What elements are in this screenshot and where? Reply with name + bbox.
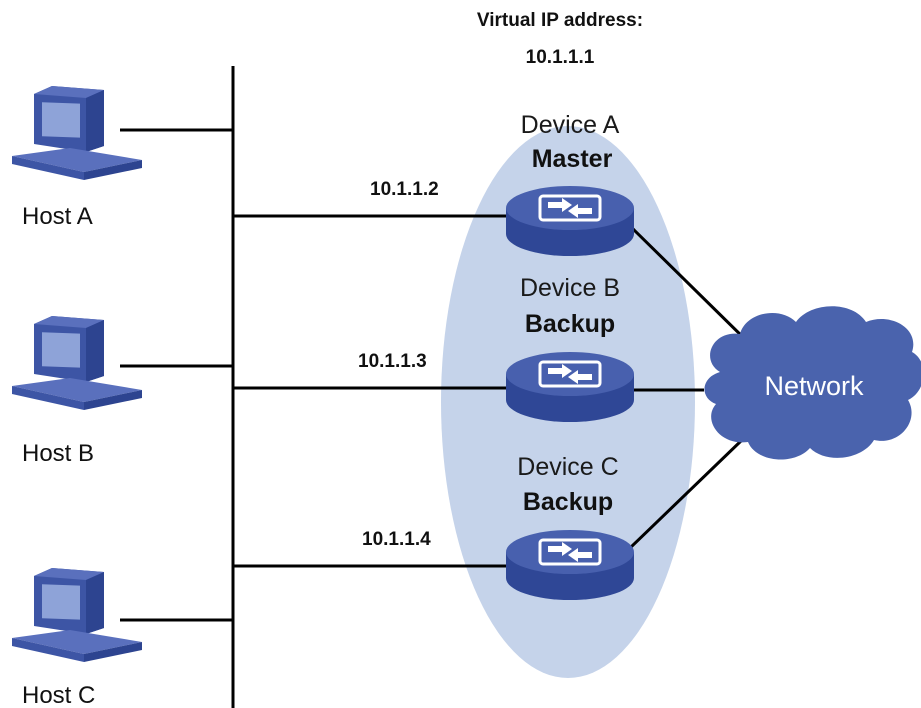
device-a-name: Device A <box>521 111 620 139</box>
network-label: Network <box>764 371 864 401</box>
host-c-computer-icon <box>12 568 142 662</box>
device-b-role: Backup <box>525 310 615 338</box>
device-b-ip: 10.1.1.3 <box>358 351 427 372</box>
host-b-label: Host B <box>22 440 94 467</box>
host-a-computer-icon <box>12 86 142 180</box>
virtual-ip-label: Virtual IP address: <box>477 10 643 31</box>
virtual-ip-address: 10.1.1.1 <box>526 47 595 68</box>
device-b-name: Device B <box>520 274 620 302</box>
device-c-name: Device C <box>517 453 618 481</box>
device-a-router-icon <box>504 184 636 258</box>
device-a-role: Master <box>532 145 613 173</box>
device-b-router-icon <box>504 350 636 424</box>
device-c-uplink <box>628 438 744 550</box>
host-b-computer-icon <box>12 316 142 410</box>
device-a-uplink <box>628 224 754 348</box>
device-a-ip: 10.1.1.2 <box>370 179 439 200</box>
network-cloud-icon <box>704 306 921 460</box>
device-c-role: Backup <box>523 488 613 516</box>
host-a-label: Host A <box>22 203 93 230</box>
device-c-ip: 10.1.1.4 <box>362 529 431 550</box>
device-c-router-icon <box>504 528 636 602</box>
host-c-label: Host C <box>22 682 95 708</box>
